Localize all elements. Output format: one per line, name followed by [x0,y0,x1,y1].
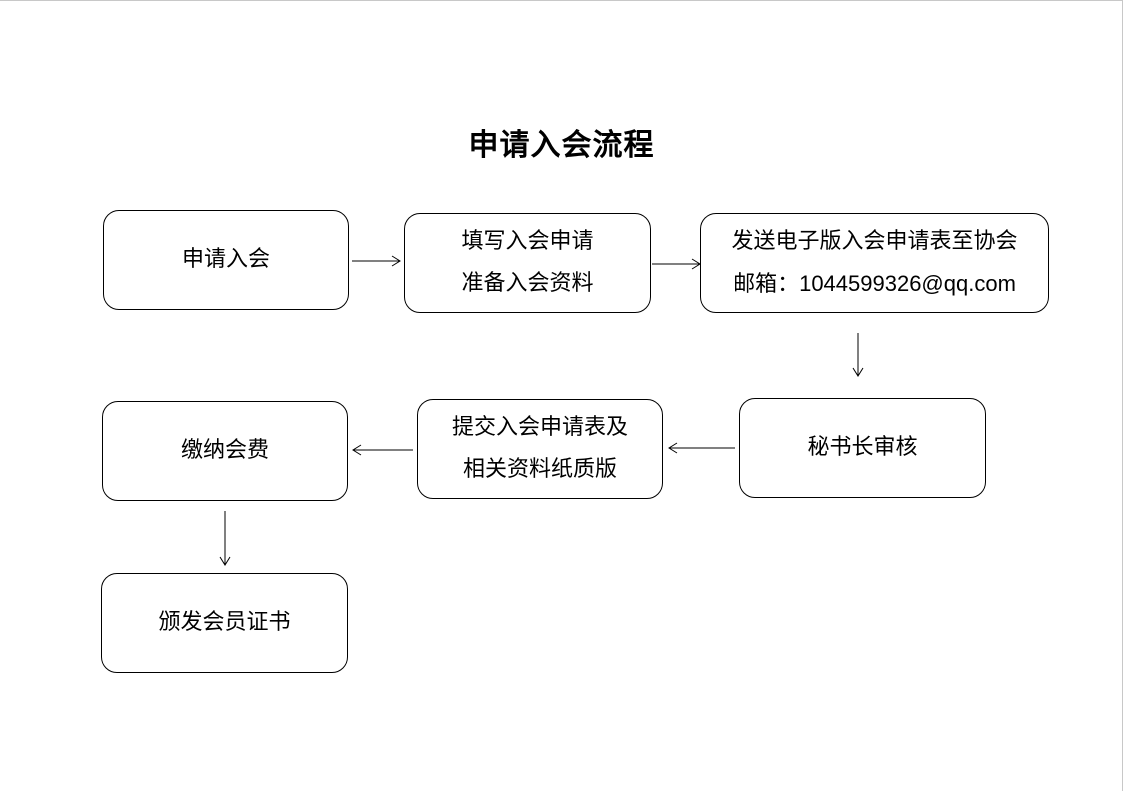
step-submit-paper: 提交入会申请表及 相关资料纸质版 [417,399,663,499]
step-fill-form: 填写入会申请 准备入会资料 [404,213,651,313]
step-certificate-text: 颁发会员证书 [158,610,291,635]
step-pay-fee: 缴纳会费 [102,401,348,501]
step-review: 秘书长审核 [739,398,986,498]
step-apply: 申请入会 [103,210,349,310]
email-address: 1044599326@qq.com [799,270,1016,296]
step-submit-paper-line2: 相关资料纸质版 [462,457,617,482]
step-fill-form-line2: 准备入会资料 [461,271,594,296]
step-fill-form-line1: 填写入会申请 [461,229,594,254]
step-certificate: 颁发会员证书 [101,573,348,673]
step-send-email-line2: 邮箱：1044599326@qq.com [733,263,1016,306]
step-send-email: 发送电子版入会申请表至协会 邮箱：1044599326@qq.com [700,213,1049,313]
step-apply-text: 申请入会 [181,247,270,272]
step-review-text: 秘书长审核 [807,435,918,460]
diagram-title: 申请入会流程 [468,128,655,163]
step-pay-fee-text: 缴纳会费 [180,438,269,463]
step-submit-paper-line1: 提交入会申请表及 [451,415,628,440]
step-send-email-line1: 发送电子版入会申请表至协会 [731,228,1018,254]
email-label: 邮箱： [733,271,800,297]
